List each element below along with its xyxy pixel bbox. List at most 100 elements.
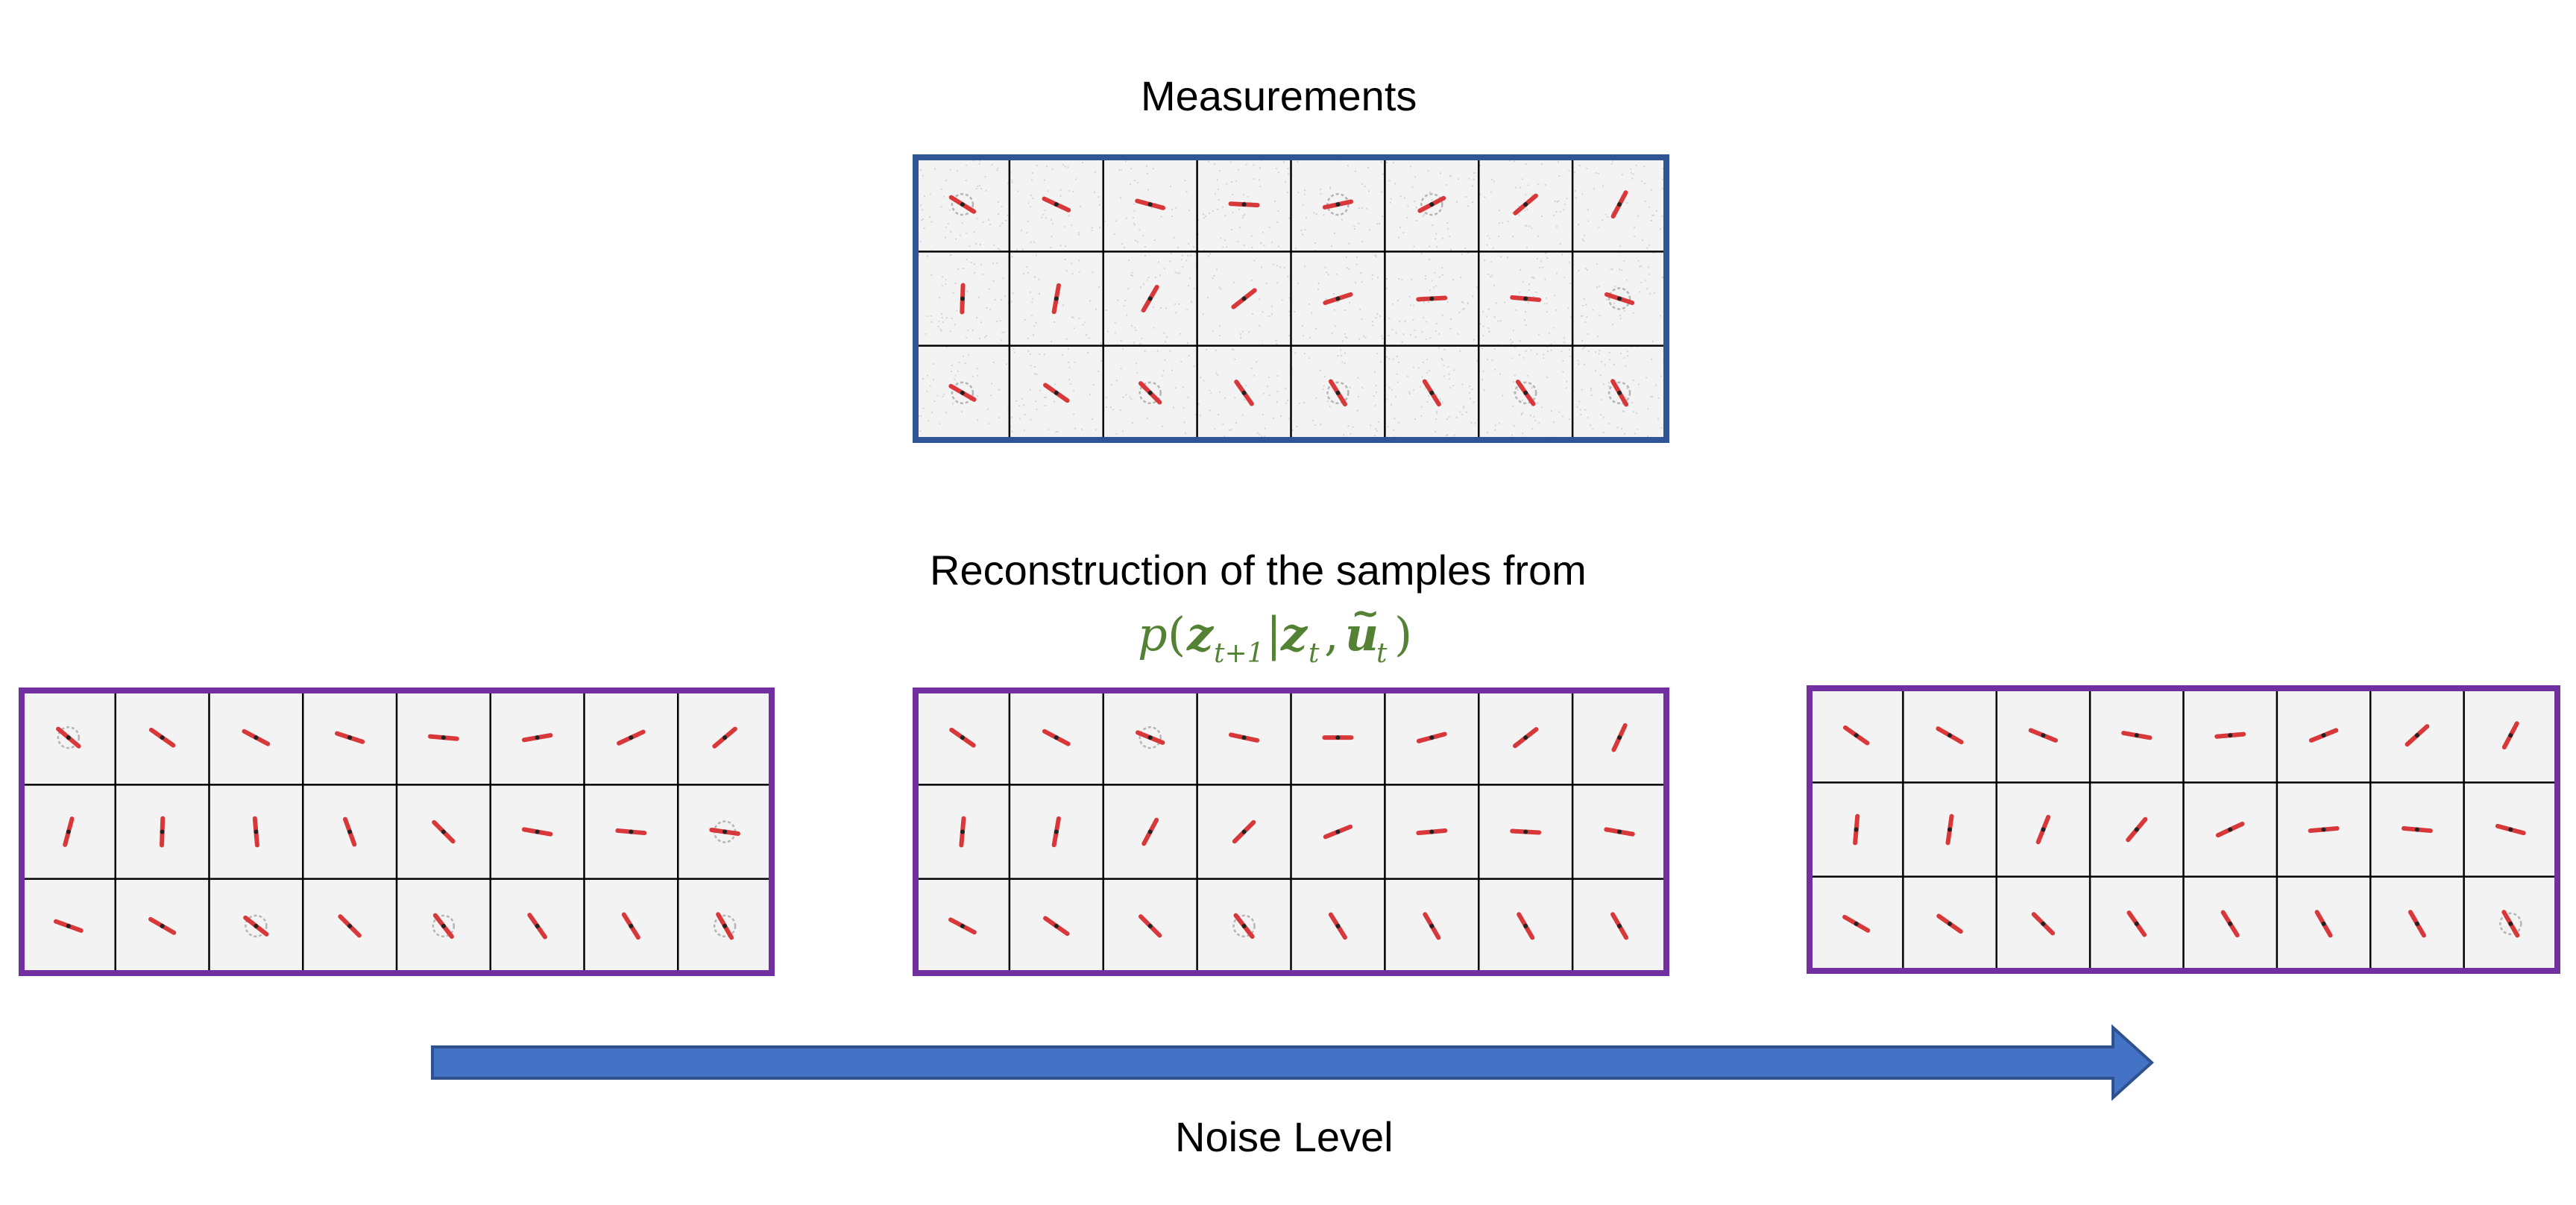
pendulum-pivot (2321, 733, 2326, 738)
pendulum-pivot (2508, 921, 2513, 926)
pivot-ring (1514, 381, 1537, 405)
pendulum-pivot (722, 829, 728, 834)
pendulum-cell (1610, 912, 1629, 940)
pendulum-cell (1517, 912, 1535, 940)
pendulum-cell (615, 828, 647, 836)
pendulum-pivot (629, 735, 634, 740)
pendulum-cell (621, 912, 640, 940)
pendulum-pivot (1241, 296, 1247, 301)
pendulum-cell (1141, 817, 1159, 846)
pendulum-cell (2308, 728, 2339, 743)
pendulum-cell (1514, 380, 1537, 406)
pendulum-cell (1510, 295, 1542, 303)
pivot-ring (1139, 381, 1162, 405)
pendulum-cell (1326, 379, 1350, 407)
pendulum-pivot (1335, 296, 1341, 301)
pendulum-pivot (2228, 827, 2233, 832)
pendulum-cell (1043, 916, 1070, 937)
pendulum-cell (1232, 913, 1256, 940)
pendulum-cell (432, 913, 456, 940)
pendulum-cell (242, 729, 271, 746)
pendulum-pivot (2041, 733, 2046, 738)
formula-z-current: z (1280, 607, 1309, 661)
pendulum-pivot (960, 923, 965, 928)
pendulum-cell (252, 816, 259, 848)
formula-given-bar: | (1266, 607, 1282, 661)
pendulum-cell (709, 820, 740, 843)
pivot-ring (1607, 381, 1631, 405)
pendulum-pivot (1947, 827, 1953, 832)
pendulum-pivot (960, 829, 965, 834)
pendulum-cell (243, 914, 269, 938)
pendulum-pivot (1241, 829, 1247, 834)
panel-border (913, 688, 1669, 976)
pendulum-pivot (2041, 827, 2046, 832)
pendulum-pivot (1241, 923, 1247, 928)
pendulum-cell (1853, 814, 1860, 846)
pendulum-cell (1043, 383, 1070, 403)
pendulum-pivot (2041, 921, 2046, 926)
pendulum-cell (617, 729, 646, 746)
pivot-ring (245, 914, 268, 938)
pendulum-pivot (1523, 735, 1528, 740)
pendulum-cell (1607, 379, 1631, 407)
pendulum-pivot (253, 829, 259, 834)
pendulum-cell (148, 916, 177, 935)
pendulum-pivot (1854, 827, 1859, 832)
pendulum-cell (1611, 723, 1628, 752)
pendulum-pivot (1617, 390, 1622, 395)
pendulum-pivot (1054, 923, 1059, 928)
pendulum-cell (1228, 732, 1260, 743)
pendulum-pivot (253, 735, 259, 740)
pendulum-cell (1936, 726, 1964, 745)
panel-border (913, 154, 1669, 443)
pendulum-cell (1422, 379, 1441, 407)
formula-comma: , (1324, 607, 1339, 661)
pendulum-pivot (160, 829, 165, 834)
pendulum-pivot (960, 735, 965, 740)
pendulum-cell (2499, 910, 2522, 938)
reconstruction-title: Reconstruction of the samples from (930, 547, 1587, 594)
pendulum-cell (1138, 914, 1162, 938)
pendulum-cell (1228, 201, 1260, 208)
pendulum-cell (1051, 816, 1061, 848)
pendulum-cell (1416, 732, 1447, 743)
pendulum-pivot (1429, 202, 1435, 207)
pendulum-pivot (1054, 735, 1059, 740)
pivot-ring (1326, 381, 1350, 405)
pendulum-pivot (1147, 296, 1153, 301)
pivot-ring (1420, 192, 1443, 216)
pendulum-cell (148, 727, 176, 748)
pendulum-pivot (2228, 921, 2233, 926)
pendulum-cell (527, 913, 547, 940)
pendulum-cell (1231, 288, 1257, 309)
pendulum-pivot (2508, 733, 2513, 738)
pendulum-pivot (629, 923, 634, 928)
pendulum-pivot (1335, 390, 1341, 395)
pendulum-cell (948, 917, 977, 935)
pendulum-cell (2031, 912, 2056, 936)
pivot-ring (1232, 914, 1256, 938)
pendulum-pivot (1335, 923, 1341, 928)
pendulum-pivot (441, 829, 446, 834)
pendulum-pivot (1054, 202, 1059, 207)
pendulum-pivot (960, 390, 965, 395)
pendulum-pivot (347, 923, 353, 928)
panel-border (19, 688, 775, 976)
pendulum-pivot (1617, 735, 1622, 740)
pendulum-cell (2407, 910, 2426, 938)
pendulum-cell (1138, 381, 1162, 405)
pendulum-pivot (2134, 921, 2139, 926)
pendulum-cell (1042, 729, 1071, 746)
pendulum-cell (1610, 190, 1628, 219)
pendulum-pivot (1054, 829, 1059, 834)
reconstruction-panel-low-noise (19, 688, 775, 976)
pendulum-pivot (1947, 733, 1953, 738)
reconstruction-panel-mid-noise (913, 688, 1669, 976)
pendulum-cell (949, 727, 976, 748)
pivot-ring (1139, 726, 1162, 749)
pendulum-pivot (1523, 390, 1528, 395)
pendulum-pivot (2228, 733, 2233, 738)
pendulum-cell (948, 192, 977, 216)
pendulum-pivot (1335, 202, 1341, 207)
